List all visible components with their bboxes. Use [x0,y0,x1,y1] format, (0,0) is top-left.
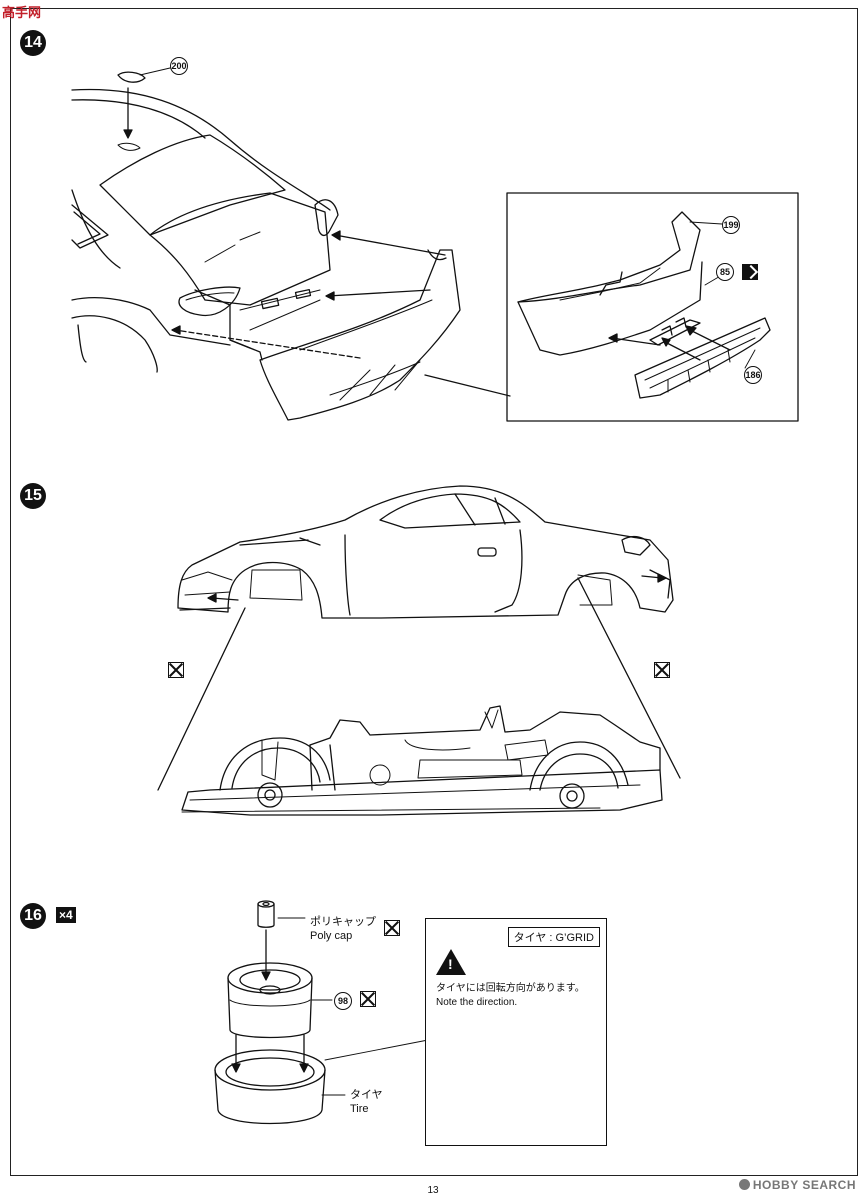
step14-car-rear-illustration [71,67,511,421]
step16-wheel-illustration [214,900,429,1125]
hobbysearch-logo-icon [738,1179,750,1190]
part-number-200: 200 [170,57,188,75]
warning-icon: ! [436,949,466,975]
tire-type-label: タイヤ : G’GRID [507,927,600,947]
part-number-98: 98 [334,992,352,1010]
part-number-199: 199 [722,216,740,234]
polycap-label-en: Poly cap [310,930,353,942]
site-watermark-top: 高手网 [2,5,42,20]
part-number-186: 186 [744,366,762,384]
step-14-badge: 14 [20,30,46,56]
page-frame [10,8,858,1176]
step14-detail-bumper [517,211,771,399]
step-16-badge: 16 [20,903,46,929]
part-number-85: 85 [716,263,734,281]
glue-icon [384,920,400,936]
step-15-badge: 15 [20,483,46,509]
tire-label-en: Tire [350,1103,369,1115]
watermark-bottom-text: HOBBY SEARCH [752,1178,856,1192]
glue-icon [168,662,184,678]
glue-icon [360,991,376,1007]
warning-text-en: Note the direction. [436,997,518,1008]
quantity-badge: ×4 [56,907,76,923]
tire-direction-note: タイヤ : G’GRID ! タイヤには回転方向があります。 Note the … [425,918,607,1146]
glue-icon [654,662,670,678]
step14-detail-box [506,192,799,422]
site-watermark-bottom: HOBBY SEARCH [738,1178,856,1192]
warning-text-jp: タイヤには回転方向があります。 [436,983,585,994]
page-number: 13 [427,1185,439,1196]
step15-body-side-illustration [157,485,681,791]
step15-chassis-illustration [181,705,663,816]
polycap-label-jp: ポリキャップ [310,916,376,928]
paint-icon [742,264,758,280]
tire-label-jp: タイヤ [350,1089,383,1101]
